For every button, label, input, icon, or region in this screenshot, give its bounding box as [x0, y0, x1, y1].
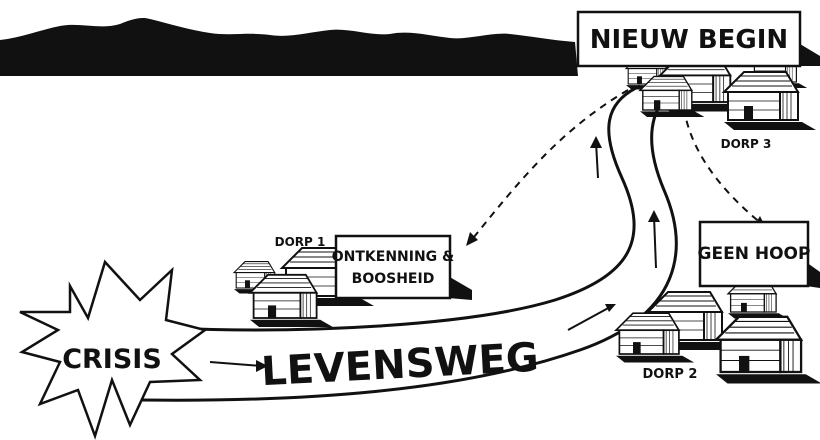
dashed-arrow-to-denial — [466, 90, 628, 246]
sign-no-hope-label: GEEN HOOP — [698, 244, 811, 264]
sign-new-start-label: NIEUW BEGIN — [590, 25, 788, 55]
village-1-label: DORP 1 — [275, 235, 326, 249]
sign-denial — [336, 236, 472, 300]
village-2-label: DORP 2 — [643, 367, 698, 382]
sign-denial-line-2: BOOSHEID — [352, 271, 435, 287]
mountain-silhouette — [0, 18, 578, 76]
sign-denial-line-1: ONTKENNING & — [332, 249, 455, 265]
crisis-label: CRISIS — [62, 344, 162, 375]
village-3-label: DORP 3 — [721, 137, 772, 151]
road-label: LEVENSWEG — [260, 335, 540, 395]
